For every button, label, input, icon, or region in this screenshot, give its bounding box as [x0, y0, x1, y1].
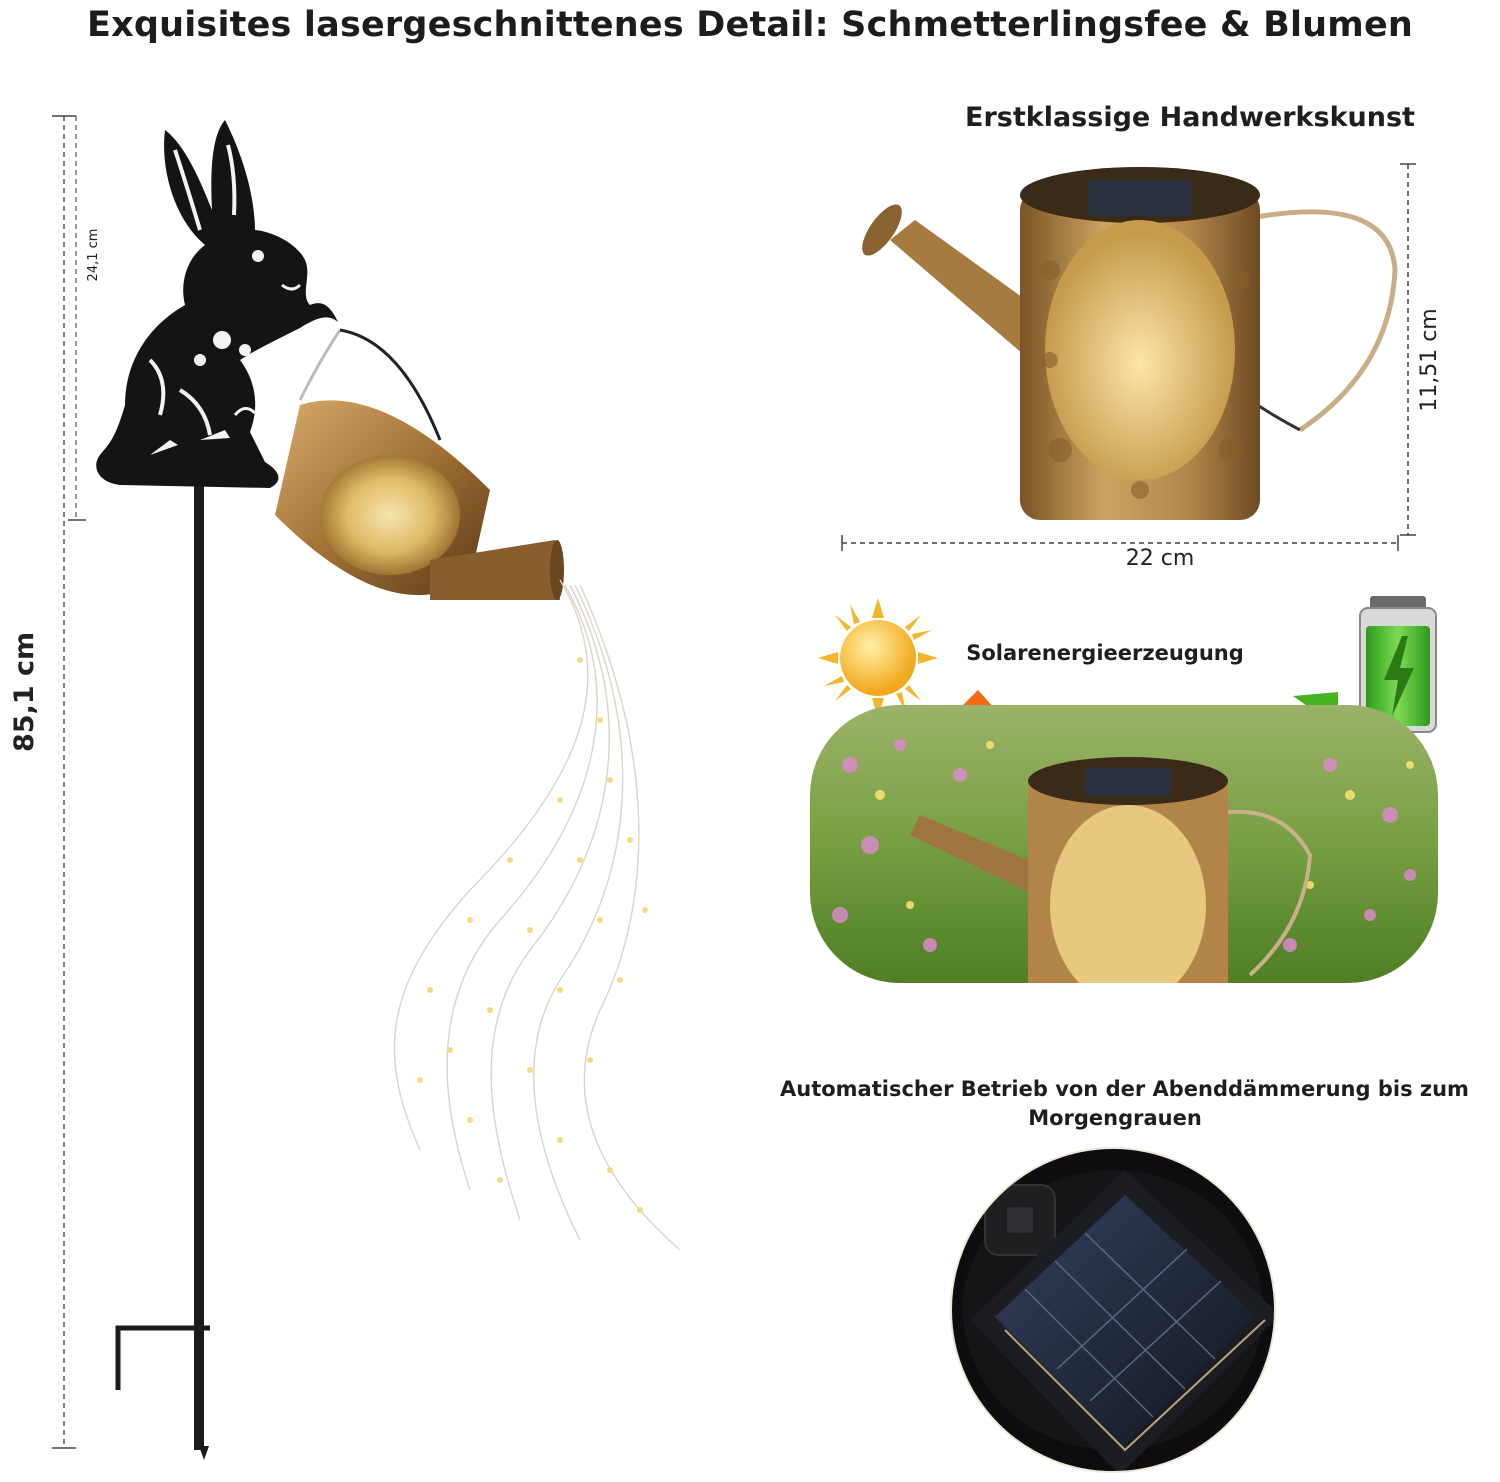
page-title: Exquisites lasergeschnittenes Detail: Sc… [86, 5, 1414, 45]
auto-operation-caption-line1: Automatischer Betrieb von der Abenddämme… [780, 1077, 1469, 1101]
height-dimension-line [52, 115, 86, 1449]
hanging-watering-can [275, 328, 564, 600]
width-label: 22 cm [1125, 546, 1195, 571]
craftsmanship-heading: Erstklassige Handwerkskunst [965, 102, 1415, 133]
fairy-light-dots [417, 657, 648, 1213]
auto-operation-caption-line2: Morgengrauen [1028, 1106, 1202, 1130]
sun-icon [818, 598, 938, 718]
solar-panel-image [950, 1147, 1276, 1473]
rabbit-silhouette [96, 120, 338, 488]
solar-label: Solarenergieerzeugung [966, 641, 1244, 665]
height-label: 11,51 cm [1417, 308, 1442, 412]
watering-can-lantern-image [841, 163, 1416, 551]
battery-charging-icon [1359, 596, 1437, 733]
fairy-light-strings [393, 579, 681, 1251]
left-panel: 85,1 cm 24,1 cm [0, 60, 760, 1480]
rabbit-stake-image [96, 120, 681, 1460]
meadow-lantern-image [810, 705, 1438, 983]
